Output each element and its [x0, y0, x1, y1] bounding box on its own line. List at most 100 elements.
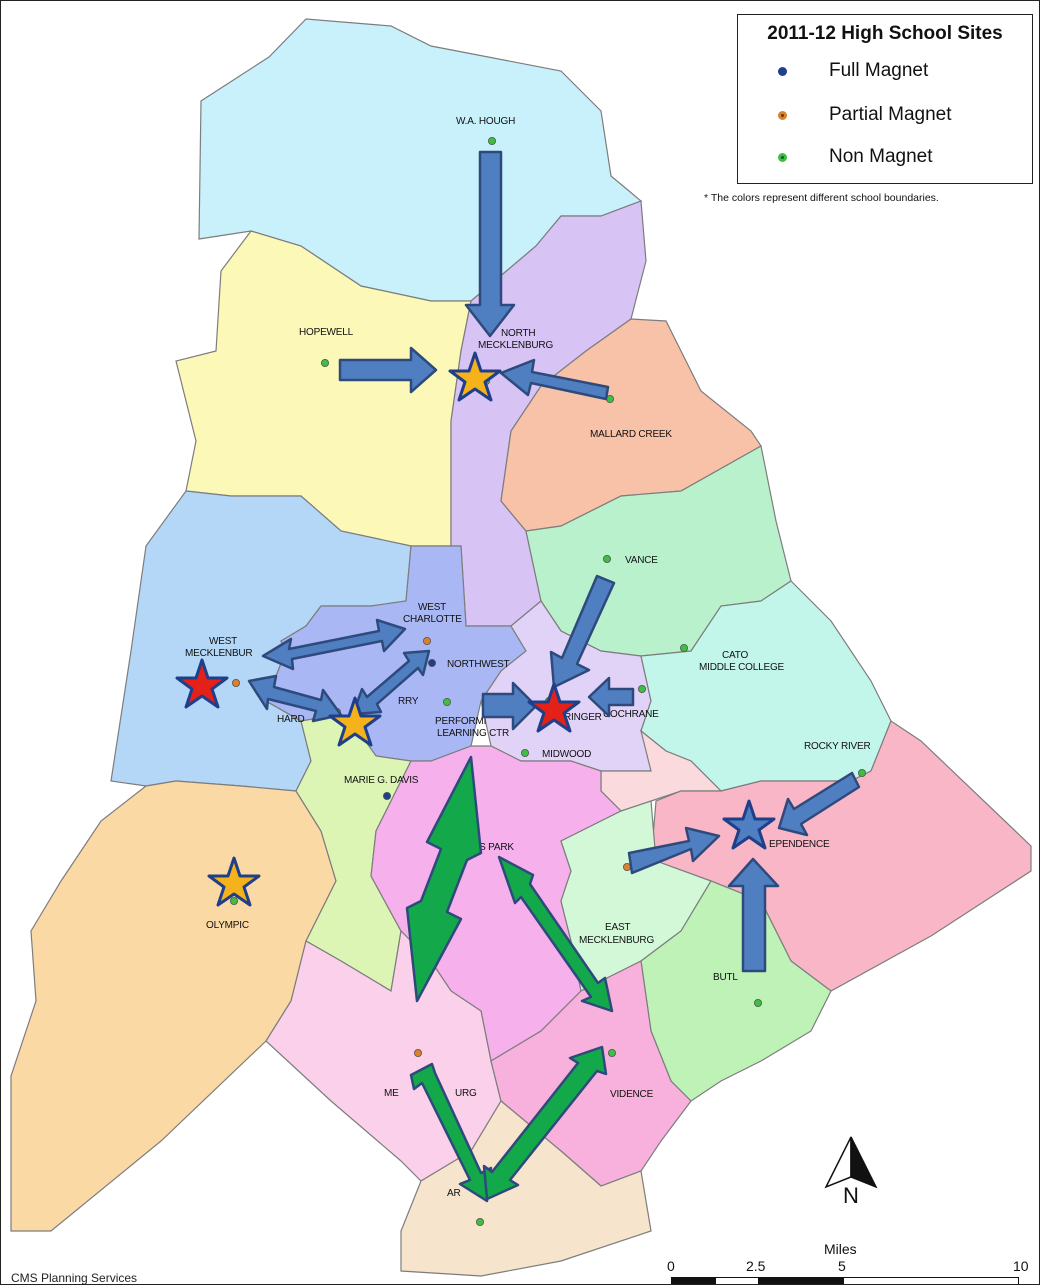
star-harding [328, 696, 382, 747]
label-olympic: OLYMPIC [206, 920, 249, 931]
label-hopewell: HOPEWELL [299, 327, 354, 338]
legend: 2011-12 High School Sites Full Magnet Pa… [737, 14, 1033, 184]
school-dot-olympic[interactable] [229, 897, 238, 906]
star-independence [722, 799, 776, 850]
school-dot-cochrane[interactable] [638, 685, 647, 694]
arrow-southmeck-ardrey [409, 1062, 493, 1203]
label-cato-2: MIDDLE COLLEGE [699, 662, 785, 673]
zone-ardreykell [400, 1100, 652, 1277]
legend-footnote: * The colors represent different school … [704, 192, 939, 204]
school-dot-midwood[interactable] [521, 749, 530, 758]
arrow-harding-westcharlotte [351, 649, 431, 716]
label-north-2: MECKLENBURG [478, 340, 553, 351]
legend-title: 2011-12 High School Sites [767, 23, 1003, 44]
label-vance: VANCE [625, 555, 658, 566]
arrow-rocky-to-independence [777, 771, 861, 837]
label-northwest: NORTHWEST [447, 659, 510, 670]
label-hough: W.A. HOUGH [456, 116, 515, 127]
scale-title: Miles [824, 1241, 857, 1257]
label-myers: MYERS PARK [451, 842, 514, 853]
zone-olympic [10, 780, 337, 1232]
school-dot-hough[interactable] [487, 136, 496, 145]
star-olympic [207, 856, 261, 907]
label-cochrane: COCHRANE [603, 709, 659, 720]
legend-item-full-magnet: Full Magnet [778, 59, 928, 83]
arrow-cochrane-to-garinger [587, 676, 635, 718]
school-dot-cato[interactable] [680, 644, 689, 653]
school-dot-ardrey[interactable] [475, 1218, 484, 1227]
scale-tick: 5 [838, 1258, 846, 1274]
scale-bar-segment [759, 1277, 843, 1284]
star-garinger [527, 682, 581, 733]
scale-bar-segment [843, 1277, 1019, 1284]
arrow-myers-providence [497, 855, 614, 1013]
school-dot-westmeck[interactable] [231, 679, 240, 688]
north-label: N [843, 1183, 859, 1205]
legend-label: Full Magnet [829, 60, 929, 81]
label-performing-2: LEARNING CTR [437, 728, 509, 739]
stars [175, 351, 776, 907]
school-dot-vance[interactable] [603, 555, 612, 564]
star-north-meck [448, 351, 502, 402]
label-southmeck-1: ME [384, 1088, 399, 1099]
label-harding: HARD [277, 714, 305, 725]
north-arrow-icon: N [824, 1136, 878, 1205]
label-independence: EPENDENCE [769, 839, 830, 850]
label-westmeck-1: WEST [209, 636, 237, 647]
school-dot-providence[interactable] [608, 1049, 617, 1058]
arrow-providence-ardrey [482, 1045, 608, 1201]
green-arrows [405, 755, 614, 1203]
arrow-butler-to-independence [727, 857, 780, 973]
label-midwood: MIDWOOD [542, 749, 591, 760]
label-providence: VIDENCE [610, 1089, 654, 1100]
full-magnet-dot-icon [778, 66, 787, 76]
scale-tick: 2.5 [746, 1258, 766, 1274]
label-ardrey: AR [447, 1188, 461, 1199]
label-davis: MARIE G. DAVIS [344, 775, 419, 786]
school-labels: W.A. HOUGH HOPEWELL NORTH MECKLENBURG MA… [185, 116, 871, 1199]
label-westmeck-2: MECKLENBUR [185, 648, 252, 659]
boundary-zones [10, 18, 1032, 1277]
label-mallard: MALLARD CREEK [590, 429, 672, 440]
non-magnet-dot-icon [778, 152, 787, 162]
arrow-myers-southmeck [405, 755, 483, 1003]
arrow-hopewell-to-north [338, 346, 438, 394]
label-cato-1: CATO [722, 650, 748, 661]
school-dot-performing[interactable] [442, 698, 451, 707]
arrow-mallard-to-north [499, 358, 610, 401]
label-performing-1: PERFORMI [435, 716, 486, 727]
school-dot-butler[interactable] [754, 999, 763, 1008]
scale-bar-segment [671, 1277, 715, 1284]
label-rotherry: RRY [398, 696, 419, 707]
scale-bar-segment [715, 1277, 759, 1284]
school-dot-southmeck[interactable] [413, 1049, 422, 1058]
label-southmeck-2: URG [455, 1088, 477, 1099]
legend-item-partial-magnet: Partial Magnet [778, 103, 952, 127]
blue-arrows [338, 150, 861, 973]
label-north-1: NORTH [501, 328, 535, 339]
scale-tick: 10 [1013, 1258, 1029, 1274]
label-rocky: ROCKY RIVER [804, 741, 871, 752]
credit-text: CMS Planning Services [11, 1271, 138, 1285]
school-dot-northwest[interactable] [427, 659, 436, 668]
school-dot-rocky[interactable] [858, 769, 867, 778]
scale-tick: 0 [667, 1258, 675, 1274]
label-east-1: EAST [605, 922, 630, 933]
arrow-vance-to-garinger [549, 574, 616, 689]
label-westch-1: WEST [418, 602, 446, 613]
label-east-2: MECKLENBURG [579, 935, 654, 946]
arrow-east-to-independence [627, 826, 721, 875]
legend-label: Non Magnet [829, 146, 933, 167]
school-dot-davis[interactable] [382, 792, 391, 801]
star-westmeck [175, 658, 229, 709]
arrow-hough-to-north [464, 150, 516, 338]
legend-item-non-magnet: Non Magnet [778, 145, 933, 169]
school-dot-westcharlotte[interactable] [422, 637, 431, 646]
label-garinger: RINGER [564, 712, 602, 723]
partial-magnet-dot-icon [778, 110, 787, 120]
school-dot-hopewell[interactable] [320, 358, 329, 367]
arrow-perf-to-garinger [481, 681, 538, 731]
arrow-westmeck-westcharlotte [261, 618, 407, 671]
